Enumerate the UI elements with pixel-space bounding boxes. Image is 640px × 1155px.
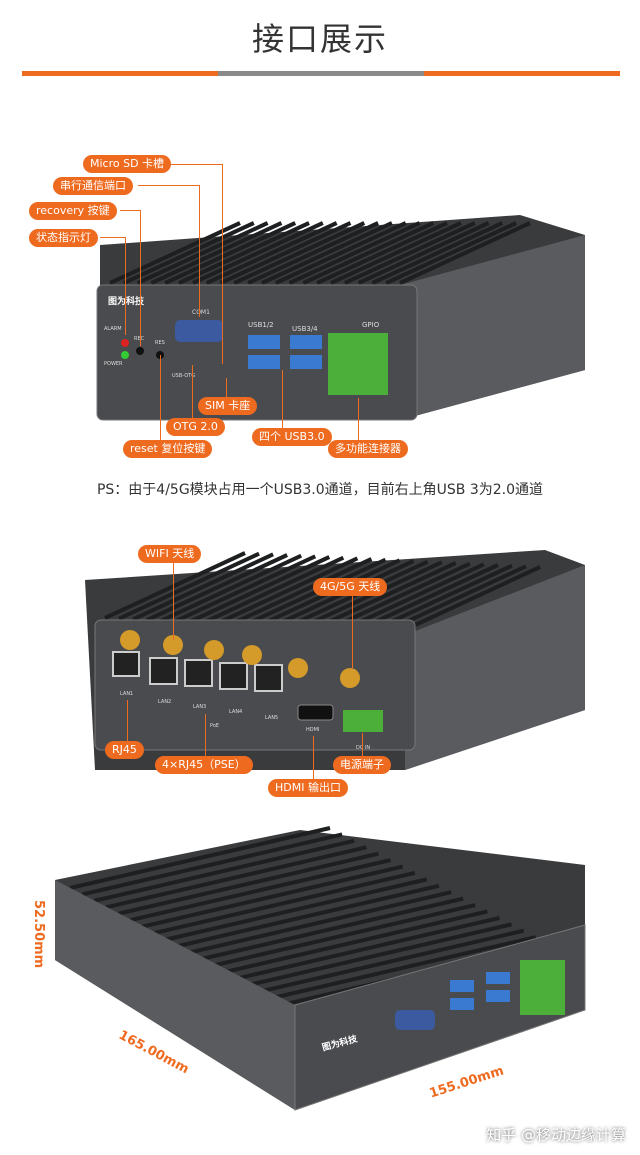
heatsink-fin — [261, 221, 393, 285]
label-rj45: RJ45 — [105, 741, 144, 759]
heatsink-fin — [251, 922, 513, 987]
heatsink-fin — [274, 221, 407, 285]
heatsink-fin — [122, 221, 255, 285]
heatsink-fin — [178, 883, 440, 948]
silk-power: POWER — [104, 361, 123, 367]
heatsink-fin — [288, 221, 421, 285]
label-otg: OTG 2.0 — [166, 418, 225, 436]
heatsink-fin — [166, 877, 428, 942]
heatsink-fin — [160, 553, 303, 623]
silk-rec: REC — [134, 337, 144, 342]
watermark: 知乎 @移动边缘计算 — [486, 1126, 626, 1144]
heatsink-fin — [105, 845, 367, 910]
heatsink-fin — [219, 221, 352, 285]
silk-lan1: LAN1 — [120, 691, 134, 697]
heatsink-fin — [399, 565, 541, 634]
ps-note: PS：由于4/5G模块占用一个USB3.0通道，目前右上角USB 3为2.0通道 — [96, 482, 544, 498]
heatsink-fin — [117, 851, 379, 916]
silk-otg: USB-OTG — [172, 373, 196, 379]
silk-poe: PoE — [210, 723, 220, 729]
heatsink-fin — [239, 915, 500, 980]
label-usb30: 四个 USB3.0 — [252, 428, 332, 446]
heatsink-fin — [343, 221, 476, 285]
heatsink-fin — [150, 221, 283, 285]
silk-usb34: USB3/4 — [292, 325, 318, 333]
heatsink-fin — [174, 554, 317, 624]
heatsink-fin — [247, 221, 379, 285]
silk-lan5: LAN5 — [265, 715, 279, 721]
label-sim: SIM 卡座 — [198, 397, 258, 415]
label-status-led: 状态指示灯 — [29, 229, 98, 247]
silk-dcin: DC IN — [356, 745, 371, 751]
page-title: 接口展示 — [251, 20, 388, 58]
silk-alarm: ALARM — [104, 326, 122, 332]
label-recovery: recovery 按键 — [29, 202, 117, 220]
heatsink-fin — [399, 221, 531, 285]
heatsink-fin — [93, 838, 355, 903]
label-serial-port: 串行通信端口 — [53, 177, 133, 195]
heatsink-fin — [202, 896, 464, 961]
dimension-height: 52.50mm — [31, 900, 46, 969]
heatsink-fin — [328, 561, 471, 631]
silk-com1: COM1 — [192, 309, 210, 316]
divider-right — [424, 71, 620, 76]
label-power-terminal: 电源端子 — [333, 756, 391, 774]
silk-lan4: LAN4 — [229, 709, 243, 715]
heatsink-fin — [314, 561, 457, 630]
heatsink-fin — [275, 935, 537, 1000]
label-hdmi: HDMI 输出口 — [268, 779, 348, 797]
label-gpio: 多功能连接器 — [328, 440, 408, 458]
brand-logo: 图为科技 — [108, 297, 145, 307]
heatsink-fin — [214, 903, 476, 968]
label-4g5g-antenna: 4G/5G 天线 — [313, 578, 388, 596]
heatsink-fin — [154, 870, 416, 935]
heatsink-fin — [371, 221, 504, 285]
silk-hdmi: HDMI — [306, 727, 320, 733]
divider-left — [22, 71, 218, 76]
heatsink-fin — [190, 890, 452, 955]
heatsink-fin — [188, 555, 331, 624]
heatsink-fin — [230, 557, 373, 626]
heatsink-fin — [109, 221, 241, 285]
heatsink-fin — [226, 909, 488, 974]
heatsink-fin — [342, 562, 485, 632]
heatsink-fin — [164, 221, 297, 285]
heatsink-fin — [132, 552, 274, 622]
heatsink-fin — [205, 221, 338, 285]
heatsink-fin — [357, 221, 490, 285]
device-front-image — [96, 215, 585, 421]
heatsink-fin — [192, 221, 324, 285]
heatsink-fin — [178, 221, 310, 285]
divider-middle — [218, 71, 424, 76]
heatsink-fin — [385, 221, 518, 285]
heatsink-fin — [233, 221, 366, 285]
heatsink-fin — [69, 826, 331, 890]
label-wifi-antenna: WIFI 天线 — [138, 545, 202, 563]
heatsink-fin — [118, 551, 260, 621]
silk-usb12: USB1/2 — [248, 321, 274, 329]
heatsink-fin — [357, 563, 499, 632]
heatsink-fin — [104, 551, 246, 620]
label-4xrj45-pse: 4×RJ45（PSE） — [155, 756, 253, 774]
silk-lan2: LAN2 — [158, 699, 172, 705]
heatsink-fin — [302, 221, 435, 285]
heatsink-fin — [142, 864, 404, 929]
heatsink-fin — [130, 858, 391, 923]
label-reset: reset 复位按键 — [123, 440, 213, 458]
device-rear-image — [85, 550, 585, 770]
heatsink-fin — [81, 832, 343, 897]
device-dimension-image — [55, 826, 586, 1111]
heatsink-fin — [202, 555, 345, 625]
heatsink-fin — [330, 221, 462, 285]
heatsink-fin — [316, 221, 448, 285]
silk-lan3: LAN3 — [193, 704, 207, 710]
silk-res: RES — [155, 340, 165, 346]
heatsink-fin — [146, 553, 288, 622]
label-micro-sd: Micro SD 卡槽 — [83, 155, 172, 173]
heatsink-fin — [216, 556, 359, 626]
silk-gpio: GPIO — [362, 321, 380, 329]
heatsink-fin — [263, 928, 525, 993]
heatsink-fin — [136, 221, 269, 285]
